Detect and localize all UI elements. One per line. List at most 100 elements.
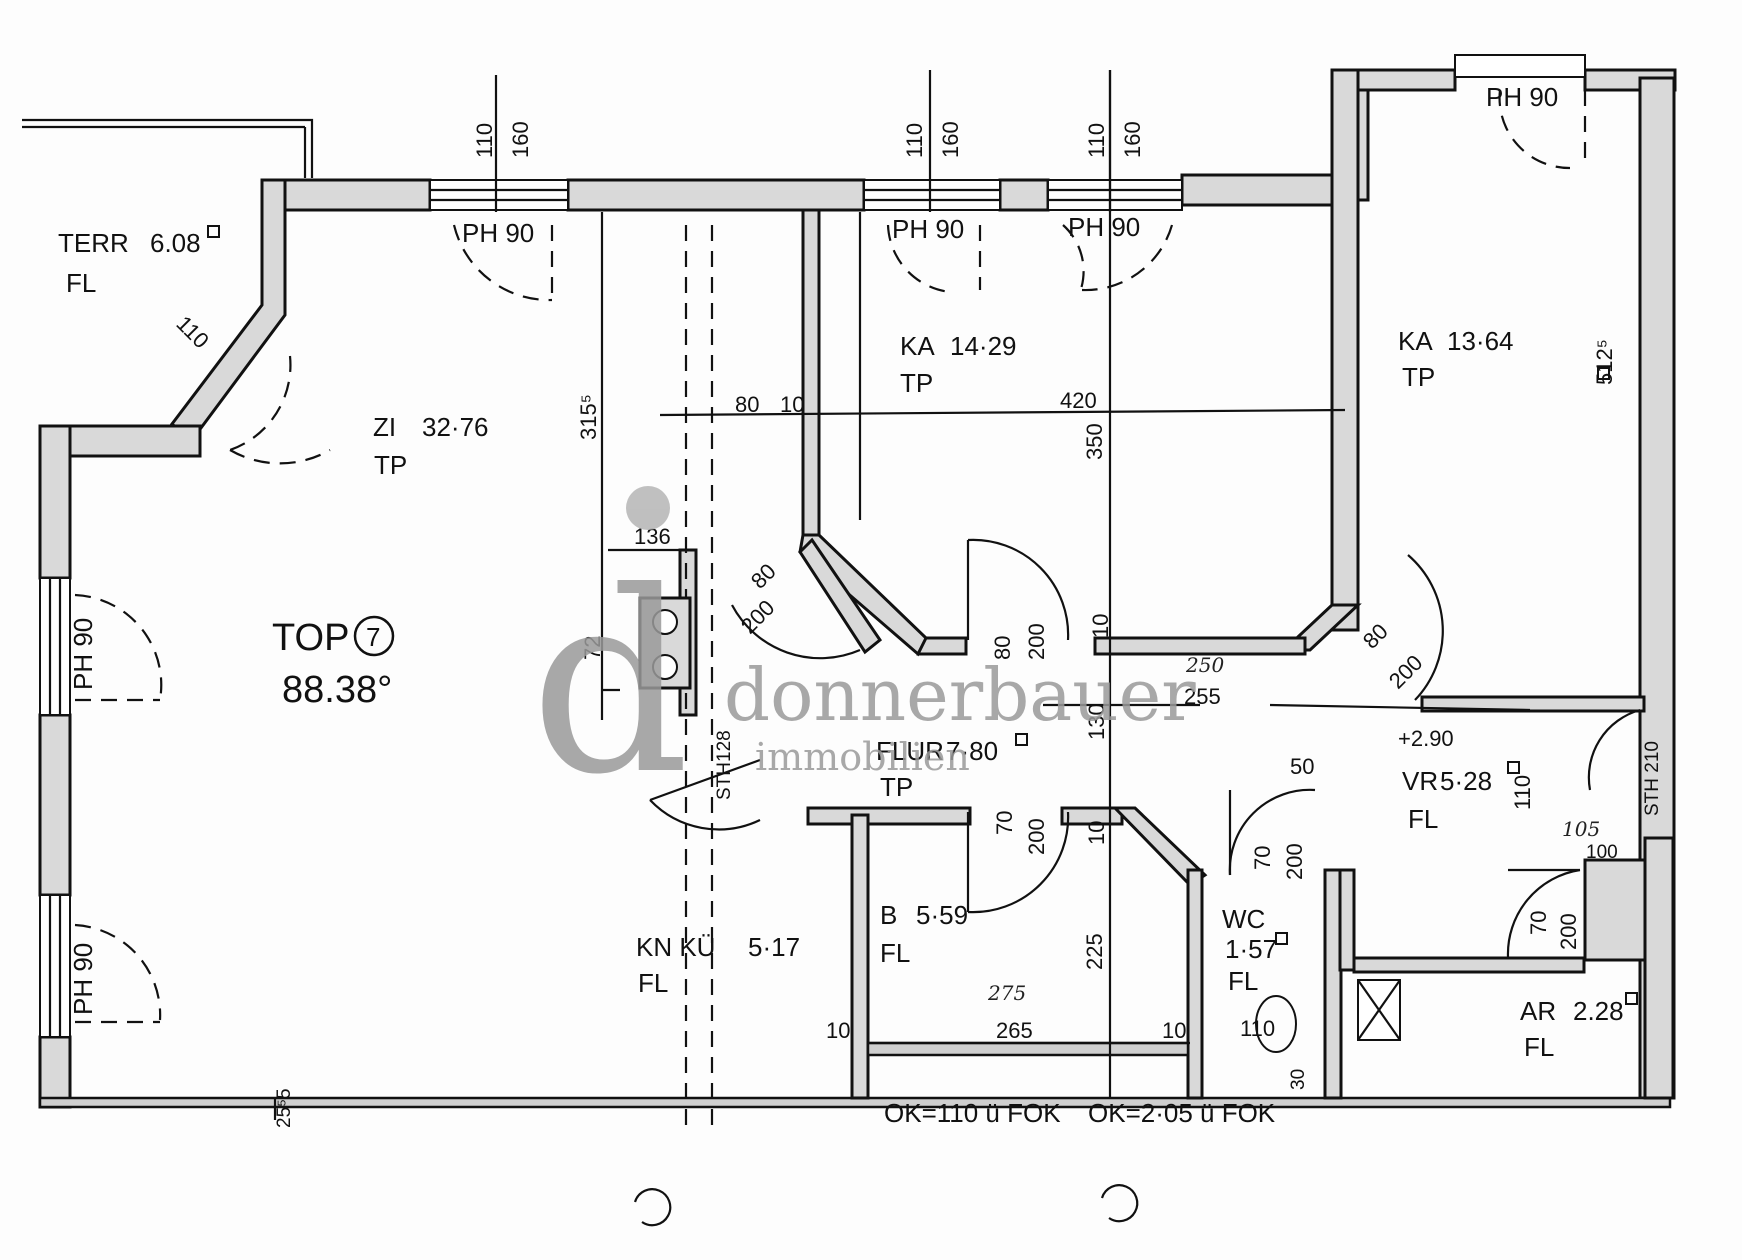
room-bedroom2: KA 13·64 TP xyxy=(1398,326,1514,392)
bedroom2-name: KA xyxy=(1398,326,1433,356)
punch-holes xyxy=(633,1184,1139,1227)
wc-floor: FL xyxy=(1228,966,1258,996)
unit-number: 7 xyxy=(366,622,380,652)
bath-name: B xyxy=(880,900,897,930)
living-name: ZI xyxy=(373,412,396,442)
dim-10-bath-right: 10 xyxy=(1162,1018,1186,1043)
sth-128: STH128 xyxy=(714,730,735,800)
vestibule-area: 5·28 xyxy=(1440,766,1492,796)
window-labels: PH 90 PH 90 PH 90 PH 90 PH 90 PH 90 110 … xyxy=(68,82,1558,1015)
dim-80-door2: 80 xyxy=(990,636,1015,660)
dim-200-door3: 200 xyxy=(1384,650,1428,694)
kitchen-name: KN KÜ xyxy=(636,932,715,962)
dim-80: 80 xyxy=(735,392,759,417)
window-label-3: PH 90 xyxy=(1068,212,1140,242)
dim-420: 420 xyxy=(1060,388,1097,413)
room-kitchen: KN KÜ 5·17 FL xyxy=(636,932,800,998)
dim-110-door: 110 xyxy=(1510,775,1535,810)
living-area: 32·76 xyxy=(422,412,489,442)
vestibule-name: VR xyxy=(1402,766,1438,796)
hall-floor: TP xyxy=(880,772,913,802)
storage-area: 2.28 xyxy=(1573,996,1624,1026)
kitchen-stove xyxy=(638,596,692,690)
dim-10-door2: 10 xyxy=(1088,614,1113,638)
window-height-3: 160 xyxy=(1120,121,1145,158)
dim-70-bath: 70 xyxy=(992,811,1017,835)
window-sill-diag: 110 xyxy=(171,311,213,353)
watermark: d donnerbauer immobilien xyxy=(530,486,1196,829)
dim-265: 265 xyxy=(996,1018,1033,1043)
dim-105: 105 xyxy=(1562,817,1600,841)
dimension-lines xyxy=(273,70,1531,1120)
window-label-6: PH 90 xyxy=(68,943,98,1015)
top-windows xyxy=(429,54,1586,211)
dim-200-bath: 200 xyxy=(1024,818,1049,855)
watermark-sub: immobilien xyxy=(755,735,970,779)
terrace-floor: FL xyxy=(66,268,96,298)
kitchen-floor: FL xyxy=(638,968,668,998)
window-sill-3: 110 xyxy=(1084,123,1109,158)
hall-area: 7·80 xyxy=(946,736,998,766)
living-floor: TP xyxy=(374,450,407,480)
unit-label: TOP 7 88.38° xyxy=(272,615,395,711)
dim-315: 315⁵ xyxy=(576,394,601,440)
dim-80-door1: 80 xyxy=(746,559,781,594)
dim-100: 100 xyxy=(1586,842,1618,863)
sth-210: STH 210 xyxy=(1642,741,1663,816)
dim-200-wc: 200 xyxy=(1282,843,1307,880)
wc-area: 1·57 xyxy=(1225,934,1277,964)
bedroom2-area: 13·64 xyxy=(1447,326,1514,356)
bedroom1-name: KA xyxy=(900,331,935,361)
dim-255: 255 xyxy=(1184,684,1221,709)
dim-290: +2.90 xyxy=(1398,726,1454,751)
window-label-5: PH 90 xyxy=(68,618,98,690)
dim-200-ar: 200 xyxy=(1556,913,1581,950)
window-height-1: 160 xyxy=(508,121,533,158)
room-bath: B 5·59 FL xyxy=(880,900,968,968)
height-notes: OK=110 ü FOK OK=2·05 ü FOK xyxy=(884,1098,1276,1128)
dim-10-bath-left: 10 xyxy=(826,1018,850,1043)
window-label-4: PH 90 xyxy=(1486,82,1558,112)
dim-200-door2: 200 xyxy=(1024,623,1049,660)
dim-225: 225 xyxy=(1082,933,1107,970)
window-sill-2: 110 xyxy=(902,123,927,158)
dim-130: 130 xyxy=(1084,703,1109,740)
left-windows xyxy=(39,577,71,1038)
watermark-brand: donnerbauer xyxy=(724,653,1196,737)
dim-30: 30 xyxy=(1288,1069,1309,1090)
room-vestibule: VR 5·28 FL xyxy=(1402,761,1520,834)
bath-area: 5·59 xyxy=(916,900,968,930)
bedroom1-area: 14·29 xyxy=(950,331,1017,361)
hall-name: FLUR xyxy=(876,736,944,766)
interior-walls xyxy=(678,68,1647,1100)
storage-floor: FL xyxy=(1524,1032,1554,1062)
terrace-outline xyxy=(22,118,314,178)
window-sill-1: 110 xyxy=(472,123,497,158)
watermark-mark: d xyxy=(530,538,690,829)
bedroom2-floor: TP xyxy=(1402,362,1435,392)
dim-70-ar: 70 xyxy=(1526,911,1551,935)
room-hall: FLUR 7·80 TP xyxy=(876,733,1028,802)
window-label-1: PH 90 xyxy=(462,218,534,248)
dim-250: 250 xyxy=(1185,653,1224,677)
terrace-area: 6.08 xyxy=(150,228,201,258)
room-bedroom1: KA 14·29 TP xyxy=(900,331,1017,398)
dim-10-bath: 10 xyxy=(1084,821,1109,845)
window-height-2: 160 xyxy=(938,121,963,158)
wc-name: WC xyxy=(1222,904,1265,934)
dim-80-door3: 80 xyxy=(1358,619,1393,654)
bath-floor: FL xyxy=(880,938,910,968)
bedroom1-floor: TP xyxy=(900,368,933,398)
room-storage: AR 2.28 FL xyxy=(1520,992,1638,1062)
storage-shaft xyxy=(1357,979,1401,1041)
terrace-name: TERR xyxy=(58,228,129,258)
kitchen-area: 5·17 xyxy=(748,932,800,962)
unit-label-text: TOP xyxy=(272,617,349,659)
vestibule-floor: FL xyxy=(1408,804,1438,834)
room-terrace: TERR 6.08 FL xyxy=(58,225,220,298)
door-swings xyxy=(74,89,1641,1024)
dim-25-5: 25⁵5 xyxy=(274,1088,295,1128)
window-label-2: PH 90 xyxy=(892,214,964,244)
unit-area: 88.38° xyxy=(282,669,392,711)
